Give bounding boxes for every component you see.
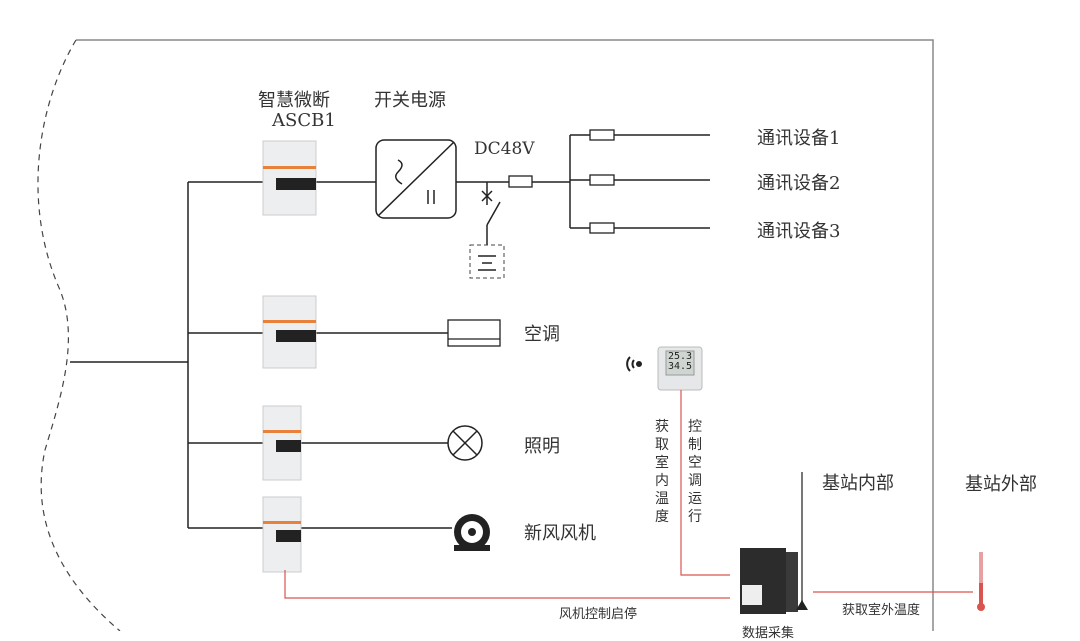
battery-icon bbox=[469, 244, 505, 279]
main-bus bbox=[70, 134, 710, 529]
comm-device-3: 通讯设备3 bbox=[757, 221, 841, 242]
antenna-icon bbox=[796, 472, 808, 610]
sensor-humidity: 34.5 bbox=[668, 361, 693, 372]
fuse-icons bbox=[508, 129, 615, 234]
thermometer-icon bbox=[977, 552, 985, 611]
breaker-lighting bbox=[262, 405, 302, 481]
sensor-temp: 25.3 bbox=[668, 351, 693, 362]
comm-device-1: 通讯设备1 bbox=[757, 128, 841, 149]
zone-inside: 基站内部 bbox=[822, 473, 894, 494]
fan-icon bbox=[454, 514, 490, 551]
lamp-icon bbox=[447, 425, 483, 461]
collector-label: 数据采集 bbox=[741, 626, 795, 641]
indoor-temp-label: 获取室内温度 bbox=[655, 419, 669, 525]
power-supply-icon bbox=[375, 139, 457, 219]
dashed-boundary bbox=[37, 39, 121, 631]
breaker-name: 智慧微断 bbox=[258, 90, 330, 111]
breaker-model: ASCB1 bbox=[272, 110, 336, 131]
fan-control-label: 风机控制启停 bbox=[558, 607, 638, 622]
ac-unit-icon bbox=[447, 319, 501, 347]
comm-device-2: 通讯设备2 bbox=[757, 173, 841, 194]
site-boundary bbox=[76, 39, 934, 631]
ac-control-label: 控制空调运行 bbox=[688, 419, 702, 525]
outdoor-temp-label: 获取室外温度 bbox=[841, 603, 921, 618]
signal-lines bbox=[284, 390, 973, 599]
fan-label: 新风风机 bbox=[524, 523, 596, 544]
temp-humidity-sensor bbox=[657, 346, 703, 391]
wifi-icon bbox=[626, 356, 642, 372]
breaker-fan bbox=[262, 496, 302, 573]
breaker-4p bbox=[262, 140, 317, 216]
sensor-display: 25.3 34.5 bbox=[668, 352, 692, 372]
lighting-label: 照明 bbox=[524, 436, 560, 457]
breaker-ac bbox=[262, 295, 317, 369]
ac-label: 空调 bbox=[524, 324, 560, 345]
zone-outside: 基站外部 bbox=[965, 474, 1037, 495]
power-supply-label: 开关电源 bbox=[374, 90, 446, 111]
dc-voltage-label: DC48V bbox=[474, 139, 535, 159]
data-collector-icon bbox=[740, 548, 798, 614]
